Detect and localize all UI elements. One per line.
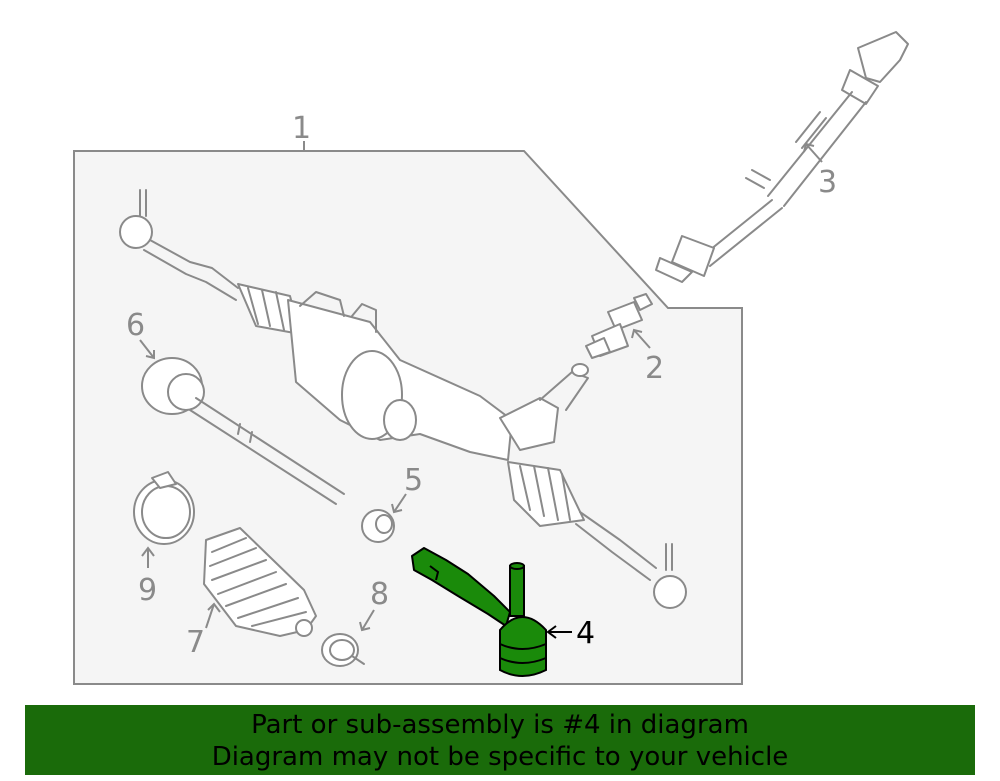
callout-6: 6: [126, 308, 145, 343]
nut: [361, 509, 395, 543]
boot-clamp: [133, 471, 195, 545]
tie-rod-end-highlighted: [411, 547, 547, 677]
callout-9-arrow: [141, 546, 155, 557]
callout-2-leader: [633, 329, 651, 349]
callout-3-arrow: [803, 142, 815, 153]
callout-1: 1: [292, 111, 311, 146]
pinion-valve: [585, 293, 653, 359]
callout-4-arrow: [546, 625, 557, 639]
info-banner: Part or sub-assembly is #4 in diagram Di…: [25, 705, 975, 775]
callout-2-arrow: [631, 328, 643, 339]
rack-housing: [119, 189, 687, 609]
callout-9: 9: [138, 573, 157, 608]
callout-3-leader: [805, 143, 823, 163]
callout-3: 3: [818, 165, 837, 200]
rack-boot: [203, 527, 317, 637]
inner-tie-rod: [141, 357, 345, 505]
callout-8-leader: [361, 609, 375, 631]
callout-5: 5: [404, 463, 423, 498]
callout-6-arrow: [145, 350, 155, 360]
callout-5-arrow: [391, 503, 403, 514]
intermediate-shaft: [655, 31, 909, 283]
callout-8-arrow: [359, 621, 371, 632]
banner-line-2: Diagram may not be specific to your vehi…: [211, 742, 789, 772]
callout-7-leader: [205, 603, 215, 629]
callout-7-arrow: [207, 602, 221, 613]
callout-4: 4: [576, 616, 595, 651]
callout-5-leader: [393, 493, 407, 513]
banner-line-1: Part or sub-assembly is #4 in diagram: [251, 710, 749, 740]
callout-2: 2: [645, 351, 664, 386]
small-clamp: [321, 633, 365, 667]
callout-8: 8: [370, 577, 389, 612]
callout-7: 7: [186, 625, 205, 660]
callout-6-leader: [139, 339, 155, 359]
